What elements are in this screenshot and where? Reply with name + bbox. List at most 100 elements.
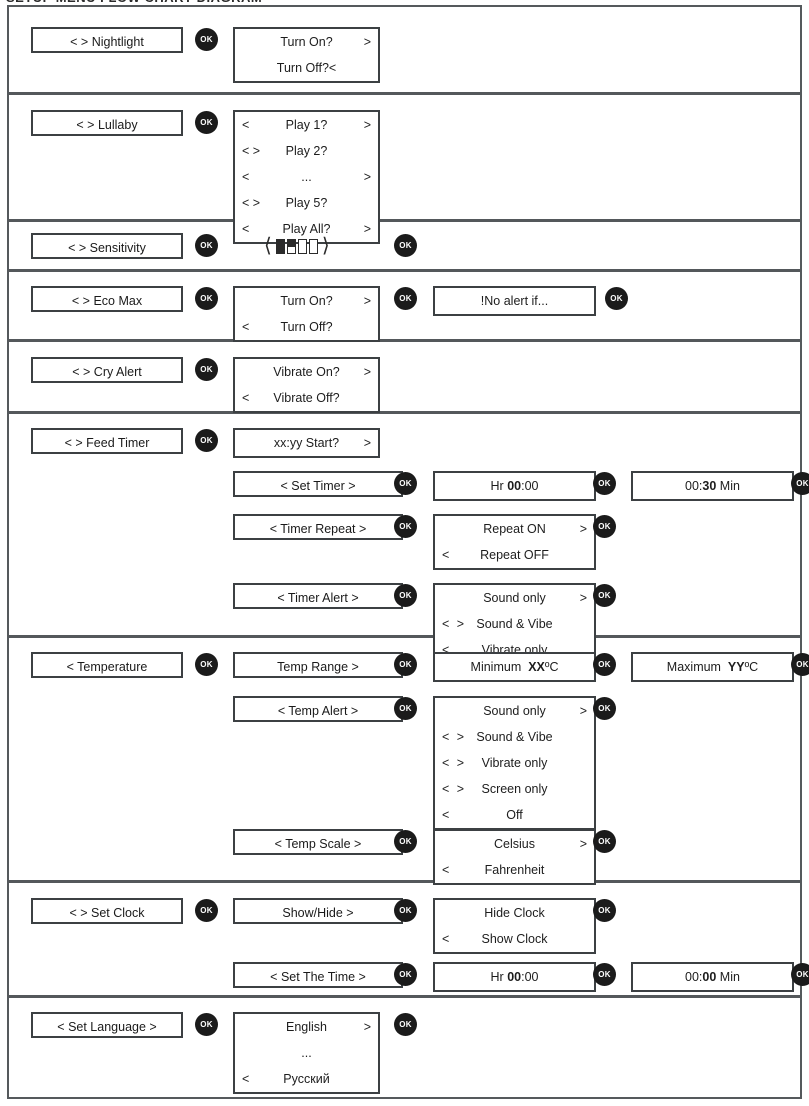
menu-label-temperature[interactable]: < Temperature	[31, 652, 183, 678]
menu-label-set-language[interactable]: < Set Language >	[31, 1012, 183, 1038]
chevron-left-icon[interactable]: <	[242, 118, 250, 132]
chevron-right-icon[interactable]: >	[579, 704, 587, 718]
ok-button[interactable]: OK	[594, 654, 615, 675]
menu-label-sensitivity[interactable]: < > Sensitivity	[31, 233, 183, 259]
ok-button[interactable]: OK	[395, 1014, 416, 1035]
ok-button[interactable]: OK	[594, 516, 615, 537]
screen-temp-maximum[interactable]: Maximum YYºC	[631, 652, 794, 682]
screen-temp-alert-options[interactable]: Sound only > < > Sound & Vibe < > Vibrat…	[433, 696, 596, 830]
temp-maximum-value[interactable]: Maximum YYºC	[666, 660, 759, 674]
submenu-timer-repeat[interactable]: < Timer Repeat >	[233, 514, 403, 540]
ok-button[interactable]: OK	[395, 964, 416, 985]
ok-button[interactable]: OK	[594, 585, 615, 606]
timer-hours-value[interactable]: Hr 00:00	[490, 479, 539, 493]
submenu-temp-scale[interactable]: < Temp Scale >	[233, 829, 403, 855]
submenu-timer-alert[interactable]: < Timer Alert >	[233, 583, 403, 609]
chevron-right-icon[interactable]: >	[363, 436, 371, 450]
option-row[interactable]: < > Sound & Vibe	[435, 611, 594, 637]
option-row[interactable]: English >	[235, 1014, 378, 1040]
option-row[interactable]: < Turn Off?	[235, 314, 378, 340]
submenu-temp-alert[interactable]: < Temp Alert >	[233, 696, 403, 722]
submenu-set-the-time[interactable]: < Set The Time >	[233, 962, 403, 988]
chevron-right-icon[interactable]: >	[579, 522, 587, 536]
screen-clock-visibility-options[interactable]: Hide Clock < Show Clock	[433, 898, 596, 954]
submenu-set-timer[interactable]: < Set Timer >	[233, 471, 403, 497]
option-row[interactable]: < Repeat OFF	[435, 542, 594, 568]
chevron-right-icon[interactable]: >	[363, 170, 371, 184]
option-row[interactable]: < Русский	[235, 1066, 378, 1092]
option-row[interactable]: < > Play 2?	[235, 138, 378, 164]
option-row[interactable]: < > Sound & Vibe	[435, 724, 594, 750]
temp-minimum-value[interactable]: Minimum XXºC	[470, 660, 559, 674]
option-row[interactable]: xx:yy Start? >	[235, 430, 378, 456]
ok-button[interactable]: OK	[196, 430, 217, 451]
chevron-both-icon[interactable]: < >	[242, 196, 261, 210]
screen-language-options[interactable]: English > ... < Русский	[233, 1012, 380, 1094]
menu-label-cry-alert[interactable]: < > Cry Alert	[31, 357, 183, 383]
submenu-temp-range[interactable]: Temp Range >	[233, 652, 403, 678]
option-row[interactable]: < Off	[435, 802, 594, 828]
ok-button[interactable]: OK	[395, 516, 416, 537]
option-row[interactable]: Turn On? >	[235, 288, 378, 314]
ok-button[interactable]: OK	[395, 654, 416, 675]
clock-minutes-value[interactable]: 00:00 Min	[685, 970, 740, 984]
option-row[interactable]: Celsius >	[435, 831, 594, 857]
screen-eco-max-options[interactable]: Turn On? > < Turn Off?	[233, 286, 380, 342]
chevron-left-icon[interactable]: <	[442, 932, 450, 946]
ok-button[interactable]: OK	[196, 29, 217, 50]
option-row[interactable]: Turn On? >	[235, 29, 378, 55]
chevron-left-icon[interactable]: <	[442, 548, 450, 562]
option-row[interactable]: < Play All? >	[235, 216, 378, 242]
chevron-left-icon[interactable]: ⟨	[264, 235, 272, 257]
screen-temp-minimum[interactable]: Minimum XXºC	[433, 652, 596, 682]
menu-label-eco-max[interactable]: < > Eco Max	[31, 286, 183, 312]
option-row[interactable]: Turn Off?<	[276, 61, 337, 75]
chevron-right-icon[interactable]: >	[363, 294, 371, 308]
menu-label-set-clock[interactable]: < > Set Clock	[31, 898, 183, 924]
chevron-left-icon[interactable]: <	[442, 808, 450, 822]
screen-feed-timer-start[interactable]: xx:yy Start? >	[233, 428, 380, 458]
option-row[interactable]: Repeat ON >	[435, 516, 594, 542]
chevron-left-icon[interactable]: <	[442, 863, 450, 877]
ok-button[interactable]: OK	[395, 235, 416, 256]
chevron-both-icon[interactable]: < >	[442, 617, 467, 631]
option-row[interactable]: < Play 1? >	[235, 112, 378, 138]
chevron-both-icon[interactable]: < >	[442, 730, 467, 744]
chevron-left-icon[interactable]: <	[242, 222, 250, 236]
ok-button[interactable]: OK	[594, 698, 615, 719]
ok-button[interactable]: OK	[196, 112, 217, 133]
option-row[interactable]: Sound only >	[435, 585, 594, 611]
ok-button[interactable]: OK	[395, 900, 416, 921]
ok-button[interactable]: OK	[395, 288, 416, 309]
chevron-left-icon[interactable]: <	[242, 320, 250, 334]
screen-temp-scale-options[interactable]: Celsius > < Fahrenheit	[433, 829, 596, 885]
option-row[interactable]: ...	[301, 1046, 312, 1060]
screen-timer-alert-options[interactable]: Sound only > < > Sound & Vibe < Vibrate …	[433, 583, 596, 665]
chevron-right-icon[interactable]: >	[363, 118, 371, 132]
ok-button[interactable]: OK	[196, 288, 217, 309]
screen-clock-hours[interactable]: Hr 00:00	[433, 962, 596, 992]
option-row[interactable]: < > Vibrate only	[435, 750, 594, 776]
ok-button[interactable]: OK	[395, 698, 416, 719]
ok-button[interactable]: OK	[594, 900, 615, 921]
option-row[interactable]: Hide Clock	[484, 906, 545, 920]
ok-button[interactable]: OK	[594, 473, 615, 494]
screen-timer-repeat-options[interactable]: Repeat ON > < Repeat OFF	[433, 514, 596, 570]
chevron-left-icon[interactable]: <	[242, 391, 250, 405]
screen-nightlight-options[interactable]: Turn On? > Turn Off?<	[233, 27, 380, 83]
ok-button[interactable]: OK	[196, 900, 217, 921]
chevron-right-icon[interactable]: >	[363, 1020, 371, 1034]
option-row[interactable]: Sound only >	[435, 698, 594, 724]
menu-label-feed-timer[interactable]: < > Feed Timer	[31, 428, 183, 454]
ok-button[interactable]: OK	[792, 473, 809, 494]
option-row[interactable]: Vibrate On? >	[235, 359, 378, 385]
screen-eco-max-warning[interactable]: !No alert if...	[433, 286, 596, 316]
option-row[interactable]: < Fahrenheit	[435, 857, 594, 883]
ok-button[interactable]: OK	[196, 1014, 217, 1035]
screen-set-timer-minutes[interactable]: 00:30 Min	[631, 471, 794, 501]
ok-button[interactable]: OK	[395, 831, 416, 852]
ok-button[interactable]: OK	[196, 654, 217, 675]
ok-button[interactable]: OK	[196, 235, 217, 256]
chevron-both-icon[interactable]: < >	[442, 782, 467, 796]
option-row[interactable]: < Vibrate Off?	[235, 385, 378, 411]
